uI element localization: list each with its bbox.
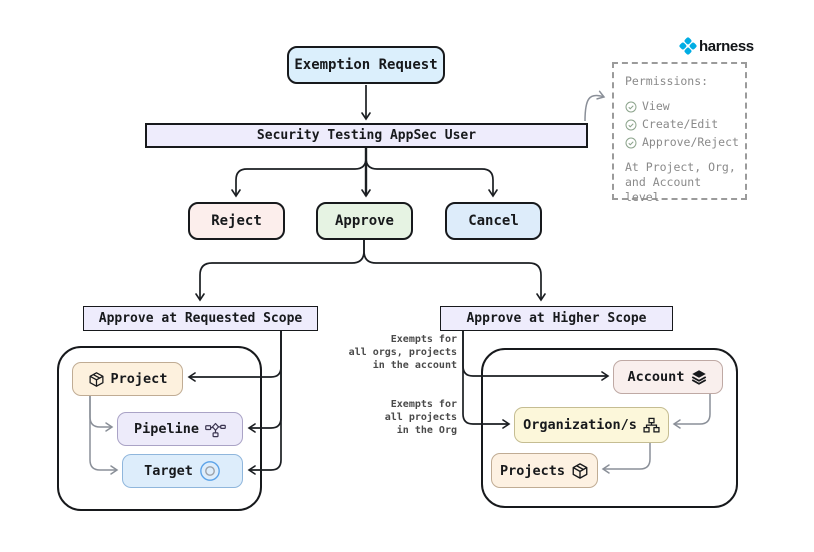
permissions-footer-line: At Project, Org, [625, 160, 736, 174]
node-account: Account [613, 360, 723, 394]
node-project: Project [72, 362, 183, 396]
harness-wordmark: harness [699, 37, 754, 55]
harness-logo-icon [679, 37, 697, 55]
annotation-line: Exempts for [390, 334, 457, 345]
node-label: Project [110, 371, 168, 387]
annotation-line: in the account [372, 360, 457, 371]
permission-label: Approve/Reject [642, 135, 739, 149]
node-label: Target [144, 463, 193, 479]
check-circle-icon [625, 137, 637, 149]
node-label: Security Testing AppSec User [256, 128, 477, 143]
permission-item: Approve/Reject [625, 135, 739, 150]
node-label: Projects [499, 462, 566, 479]
permission-item: View [625, 99, 737, 114]
permission-label: Create/Edit [642, 117, 719, 131]
annotation-line: all projects [384, 412, 457, 423]
org-chart-icon [643, 417, 660, 434]
node-approve-requested-scope: Approve at Requested Scope [83, 306, 318, 331]
node-label: Reject [211, 213, 262, 229]
node-exemption-request: Exemption Request [287, 46, 445, 84]
pipeline-icon [205, 421, 226, 438]
node-label: Cancel [468, 213, 519, 229]
check-circle-icon [625, 101, 637, 113]
node-label: Account [627, 369, 685, 385]
permissions-title: Permissions: [625, 74, 709, 88]
node-reject: Reject [188, 202, 285, 240]
harness-brand: harness [679, 37, 754, 55]
node-label: Approve at Higher Scope [466, 311, 647, 326]
annotation-line: in the Org [396, 425, 457, 436]
package-icon [88, 371, 105, 388]
node-approve-higher-scope: Approve at Higher Scope [440, 306, 673, 331]
node-label: Pipeline [133, 421, 200, 437]
node-appsec-user: Security Testing AppSec User [145, 123, 588, 148]
node-label: Approve [334, 213, 394, 229]
permissions-panel: Permissions: View Create/Edit [612, 62, 747, 204]
target-icon [199, 460, 221, 482]
node-label: Exemption Request [294, 57, 438, 73]
annotation-org-scope: Exempts for all projects in the Org [327, 398, 457, 437]
annotation-line: Exempts for [390, 399, 457, 410]
check-circle-icon [625, 119, 637, 131]
node-target: Target [122, 454, 243, 488]
permission-label: View [642, 99, 670, 113]
node-label: Approve at Requested Scope [98, 311, 303, 326]
node-approve: Approve [316, 202, 413, 240]
package-icon [571, 462, 589, 480]
node-label: Organization/s [523, 417, 637, 433]
annotation-account-scope: Exempts for all orgs, projects in the ac… [327, 333, 457, 372]
node-projects: Projects [491, 453, 598, 488]
layers-icon [690, 368, 708, 386]
permission-item: Create/Edit [625, 117, 737, 132]
permissions-footer: At Project, Org, and Account level [625, 160, 737, 205]
annotation-line: all orgs, projects [348, 347, 457, 358]
permissions-footer-line: and Account level [625, 175, 702, 204]
node-organizations: Organization/s [514, 407, 669, 443]
node-cancel: Cancel [445, 202, 542, 240]
node-pipeline: Pipeline [117, 412, 243, 446]
